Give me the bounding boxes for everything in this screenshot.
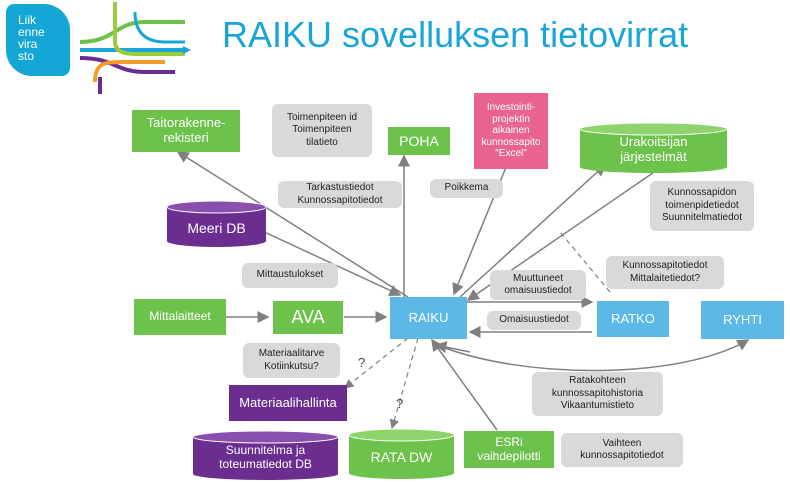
note-vaihteen: Vaihteen kunnossapitotiedot xyxy=(561,433,683,467)
node-ratko: RATKO xyxy=(597,301,669,337)
node-materiaalihallinta: Materiaalihallinta xyxy=(229,385,347,421)
node-meeri: Meeri DB xyxy=(187,219,246,236)
note-tarkastus: Tarkastustiedot Kunnossapitotiedot xyxy=(278,181,402,208)
logo-line-4: sto xyxy=(18,49,35,63)
note-mittaustulokset: Mittaustulokset xyxy=(242,263,338,288)
node-investointi: Investointi-projektin aikainen kunnossap… xyxy=(474,93,548,169)
logo: Liik enne vira sto xyxy=(6,4,70,76)
logo-text: Liik enne vira sto xyxy=(18,14,45,62)
node-poha: POHA xyxy=(388,127,450,155)
node-ryhti: RYHTI xyxy=(701,301,784,339)
note-omaisuustiedot: Omaisuustiedot xyxy=(487,311,581,330)
node-urakoitsijan: Urakoitsijan järjestelmät xyxy=(619,134,688,164)
logo-line-1: Liik xyxy=(18,13,37,27)
note-materiaalitarve: Materiaalitarve Kotiinkutsu? xyxy=(243,343,340,378)
note-poikkema: Poikkema xyxy=(430,179,503,198)
node-suunnitelma: Suunnitelma ja toteumatiedot DB xyxy=(219,443,312,471)
node-raiku: RAIKU xyxy=(390,297,467,339)
note-muuttuneet: Muuttuneet omaisuustiedot xyxy=(490,270,586,300)
question-mark-ratadw: ? xyxy=(396,396,404,411)
note-kunnossapitotiedot-mittalaite: Kunnossapitotiedot Mittalaitetiedot? xyxy=(606,256,724,289)
note-ratakohteen: Ratakohteen kunnossapitohistoria Vikaant… xyxy=(532,372,663,416)
node-ratadw: RATA DW xyxy=(370,448,433,465)
note-toimenpiteen: Toimenpiteen id Toimenpiteen tilatieto xyxy=(272,104,372,157)
node-esri: ESRi vaihdepilotti xyxy=(464,431,554,468)
logo-stripes xyxy=(79,2,191,94)
logo-line-2: enne xyxy=(18,25,45,39)
node-ava: AVA xyxy=(273,301,343,334)
logo-line-3: vira xyxy=(18,37,38,51)
note-kunnossapidon: Kunnossapidon toimenpidetiedot Suunnitel… xyxy=(650,181,754,231)
node-taitorakenne: Taitorakenne-rekisteri xyxy=(132,110,240,152)
node-mittalaitteet: Mittalaitteet xyxy=(134,299,226,335)
question-mark-materiaali: ? xyxy=(358,355,366,370)
page-title: RAIKU sovelluksen tietovirrat xyxy=(222,14,689,55)
